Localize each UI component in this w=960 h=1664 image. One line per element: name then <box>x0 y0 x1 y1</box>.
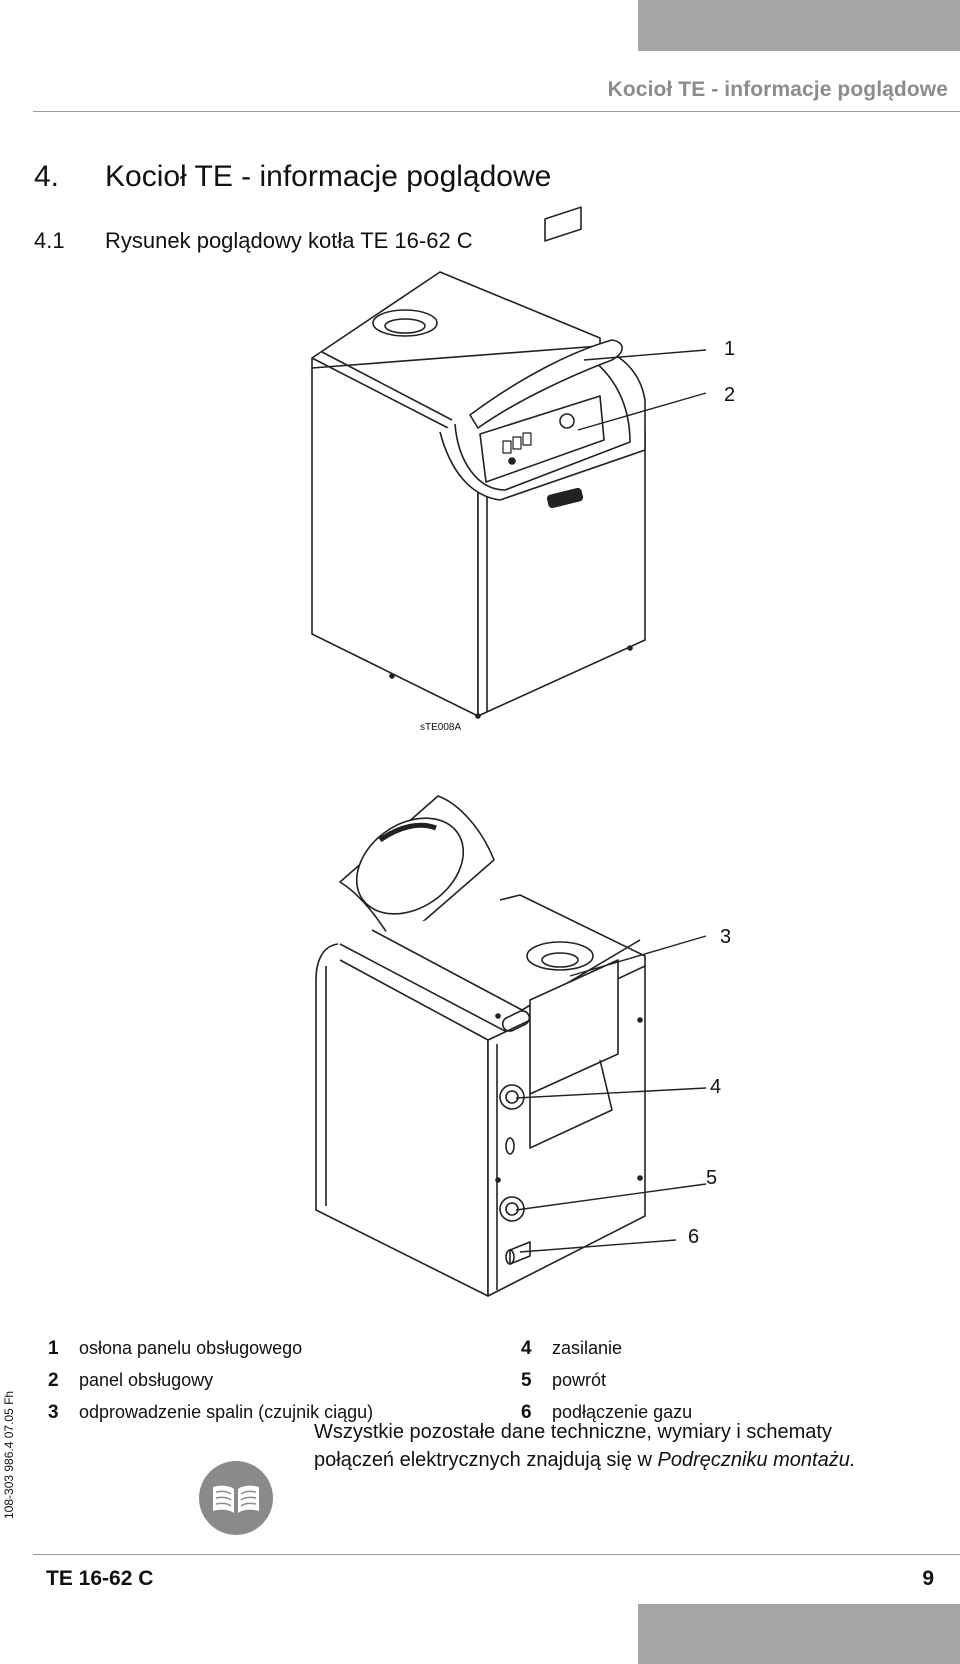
legend-number: 4 <box>521 1338 532 1359</box>
boiler-rear-view <box>315 795 646 1297</box>
footer-rule <box>33 1554 960 1555</box>
book-icon <box>199 1461 273 1535</box>
boiler-front-view <box>311 206 646 719</box>
callout-1: 1 <box>724 338 736 360</box>
reference-note: Wszystkie pozostałe dane techniczne, wym… <box>314 1418 855 1474</box>
note-line-1: Wszystkie pozostałe dane techniczne, wym… <box>314 1421 832 1443</box>
manual-title: Podręczniku montażu <box>657 1449 850 1471</box>
running-header: Kocioł TE - informacje poglądowe <box>607 78 948 101</box>
legend-right: 4 zasilanie 5 powrót 6 podłączenie gazu <box>521 1332 692 1428</box>
legend-number: 3 <box>48 1402 59 1423</box>
subsection-number: 4.1 <box>34 228 65 253</box>
legend-number: 6 <box>521 1402 532 1423</box>
top-tab-marker <box>638 0 960 51</box>
legend-number: 2 <box>48 1370 59 1391</box>
legend-text: zasilanie <box>552 1338 623 1358</box>
callout-2: 2 <box>724 384 736 406</box>
legend-text: podłączenie gazu <box>552 1402 693 1422</box>
legend-number: 5 <box>521 1370 532 1391</box>
legend-item: 2 panel obsługowy <box>48 1364 373 1396</box>
section-number: 4. <box>34 160 60 193</box>
section-heading: 4. Kocioł TE - informacje poglądowe <box>34 160 551 194</box>
legend-text: panel obsługowy <box>79 1370 214 1390</box>
legend-number: 1 <box>48 1338 59 1359</box>
legend-left: 1 osłona panelu obsługowego 2 panel obsług… <box>48 1332 373 1428</box>
legend-text: powrót <box>552 1370 607 1390</box>
footer-model: TE 16-62 C <box>46 1567 154 1590</box>
legend-item: 1 osłona panelu obsługowego <box>48 1332 373 1364</box>
note-line-2: połączeń elektrycznych znajdują się w Po… <box>314 1446 855 1474</box>
bottom-tab-marker <box>638 1604 960 1664</box>
legend-text: osłona panelu obsługowego <box>79 1338 303 1358</box>
callout-4: 4 <box>710 1076 722 1098</box>
section-title: Kocioł TE - informacje poglądowe <box>105 160 552 193</box>
legend-item: 3 odprowadzenie spalin (czujnik ciągu) <box>48 1396 373 1428</box>
header-rule <box>33 111 960 112</box>
legend-item: 6 podłączenie gazu <box>521 1396 692 1428</box>
document-code: 108-303 986.4 07.05 Fh <box>2 1390 16 1519</box>
note-line-2-suffix: . <box>849 1449 856 1471</box>
note-line-2-prefix: połączeń elektrycznych znajdują się w <box>314 1449 658 1471</box>
subsection-heading: 4.1 Rysunek poglądowy kotła TE 16-62 C <box>34 228 473 254</box>
page-number: 9 <box>922 1567 934 1590</box>
callout-6: 6 <box>688 1226 700 1248</box>
legend-item: 4 zasilanie <box>521 1332 692 1364</box>
figure-code: sTE008A <box>420 722 462 733</box>
subsection-title: Rysunek poglądowy kotła TE 16-62 C <box>105 228 473 253</box>
callout-leaders <box>515 349 707 1253</box>
legend-item: 5 powrót <box>521 1364 692 1396</box>
callout-5: 5 <box>706 1167 718 1189</box>
boiler-illustration <box>311 206 707 1297</box>
legend-text: odprowadzenie spalin (czujnik ciągu) <box>79 1402 374 1422</box>
callout-3: 3 <box>720 926 732 948</box>
